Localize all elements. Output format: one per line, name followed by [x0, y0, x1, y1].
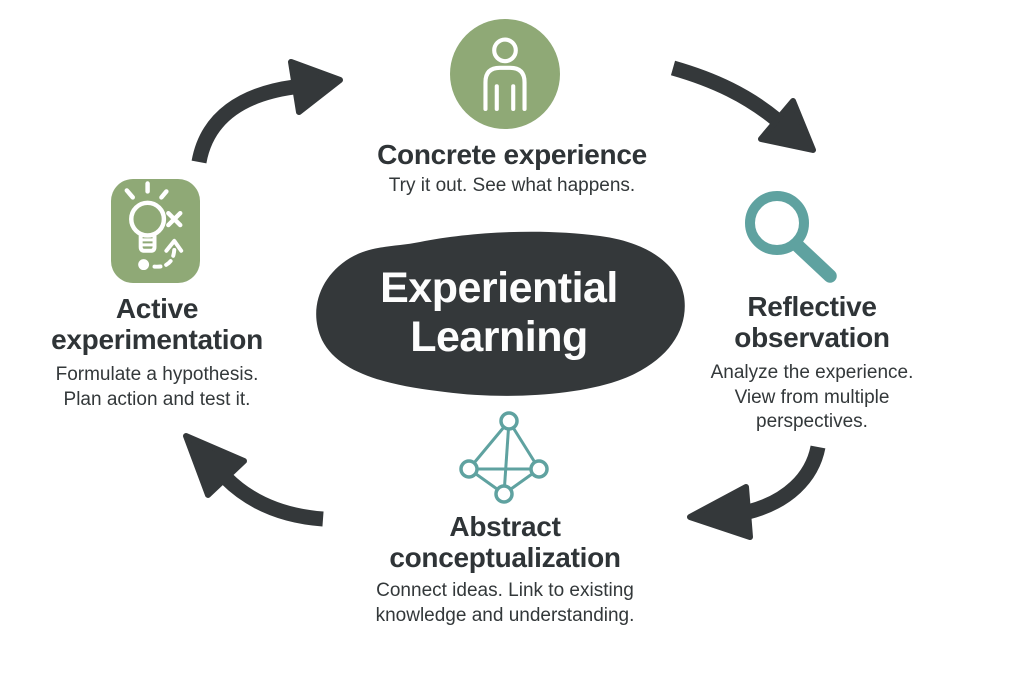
stage-title: Active experimentation [51, 293, 263, 355]
arrow-reflective-to-abstract [687, 445, 826, 540]
stage-description: Analyze the experience. View from multip… [710, 362, 914, 432]
stage-title: Abstract conceptualization [389, 511, 621, 573]
stage-active-experimentation: Active experimentation Formulate a hypot… [27, 293, 287, 412]
magnifying-glass-glyph [745, 191, 837, 283]
person-icon [450, 19, 560, 129]
stage-abstract-conceptualization: Abstract conceptualization Connect ideas… [355, 511, 655, 628]
stage-description: Try it out. See what happens. [388, 175, 636, 196]
lightbulb-strategy-icon [111, 179, 200, 283]
network-nodes-icon [450, 406, 560, 511]
stage-title: Concrete experience [377, 139, 647, 170]
stage-description: Connect ideas. Link to existing knowledg… [375, 580, 635, 626]
magnifying-glass-icon [741, 186, 841, 291]
stage-reflective-observation: Reflective observation Analyze the exper… [692, 291, 932, 435]
center-title: Experiential Learning [380, 264, 618, 361]
stage-description: Formulate a hypothesis. Plan action and … [55, 364, 259, 410]
lightbulb-strategy-glyph [124, 181, 184, 271]
arrow-concrete-to-reflective [670, 60, 816, 153]
stage-concrete-experience: Concrete experience Try it out. See what… [312, 139, 712, 199]
arrow-abstract-to-active [183, 433, 324, 527]
center-blob: Experiential Learning [310, 228, 688, 398]
stage-title: Reflective observation [734, 291, 890, 353]
network-nodes-glyph [459, 411, 549, 504]
person-icon-glyph [483, 37, 527, 111]
center-blob-shape [316, 231, 685, 396]
